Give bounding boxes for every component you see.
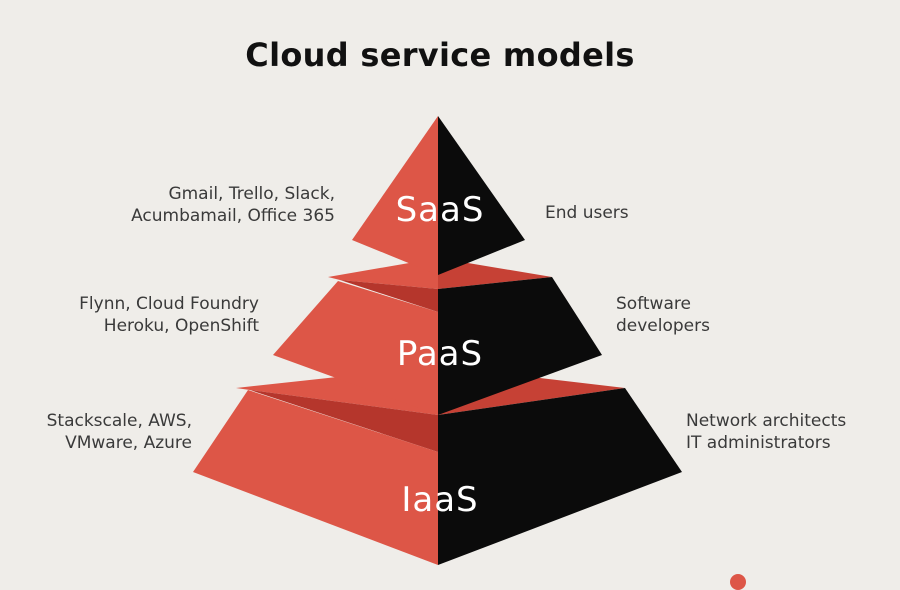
- paas-top-left: [328, 258, 438, 289]
- saas-example-line: Gmail, Trello, Slack,: [168, 184, 335, 204]
- logo-mark-icon: [730, 574, 746, 590]
- paas-left-face: [273, 281, 438, 415]
- saas-examples: Gmail, Trello, Slack, Acumbamail, Office…: [131, 183, 335, 227]
- paas-tier: [273, 258, 602, 415]
- iaas-examples: Stackscale, AWS, VMware, Azure: [47, 410, 192, 454]
- iaas-audience-line: IT administrators: [686, 433, 831, 453]
- paas-audience-line: Software: [616, 294, 691, 314]
- iaas-example-line: VMware, Azure: [65, 433, 192, 453]
- saas-right-face: [438, 116, 525, 275]
- iaas-audience: Network architects IT administrators: [686, 410, 846, 454]
- saas-audience: End users: [545, 202, 629, 224]
- paas-right-face: [438, 277, 602, 415]
- saas-example-line: Acumbamail, Office 365: [131, 206, 335, 226]
- paas-examples: Flynn, Cloud Foundry Heroku, OpenShift: [79, 293, 259, 337]
- paas-top-shadow: [340, 280, 438, 312]
- saas-tier: [352, 116, 525, 275]
- diagram-title: Cloud service models: [245, 36, 635, 74]
- iaas-left-face: [193, 390, 438, 565]
- iaas-audience-line: Network architects: [686, 411, 847, 431]
- saas-audience-line: End users: [545, 203, 629, 223]
- iaas-right-face: [438, 388, 682, 565]
- saas-left-face: [352, 116, 438, 275]
- iaas-example-line: Stackscale, AWS,: [46, 411, 192, 431]
- paas-example-line: Heroku, OpenShift: [103, 316, 259, 336]
- paas-audience-line: developers: [616, 316, 710, 336]
- paas-audience: Software developers: [616, 293, 710, 337]
- paas-top-right: [438, 258, 552, 289]
- paas-example-line: Flynn, Cloud Foundry: [79, 294, 259, 314]
- saas-label: SaaS: [395, 190, 485, 230]
- paas-label: PaaS: [396, 334, 484, 374]
- iaas-label: IaaS: [401, 480, 479, 520]
- iaas-top-shadow: [250, 390, 438, 452]
